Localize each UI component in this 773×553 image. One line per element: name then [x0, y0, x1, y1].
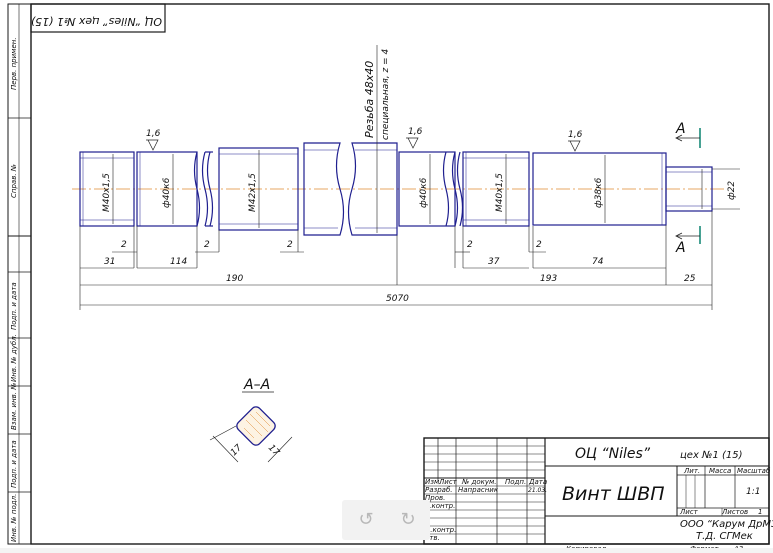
row-nkontr: Н.контр.	[425, 526, 456, 534]
dim-25: 25	[684, 274, 696, 284]
dia-label-3: М42х1,5	[248, 173, 258, 212]
company-line2: Т.Д. СГМек	[696, 531, 753, 542]
dia-label-7: ф22	[727, 181, 737, 200]
col-masshtab: Масштаб	[737, 467, 771, 475]
col-data: Дата	[528, 478, 547, 486]
dim-193: 193	[540, 274, 557, 284]
dim-c1: 2	[121, 240, 127, 250]
thread-note-line2: специальная, z = 4	[381, 49, 391, 140]
dim-190: 190	[226, 274, 243, 284]
length-dims	[79, 211, 713, 310]
corner-stamp-text: ОЦ “Niles” цех №1 (15)	[31, 15, 162, 28]
dim-c2: 2	[204, 240, 210, 250]
label-sheets: Листов	[721, 508, 748, 516]
rotate-left-icon: ↺	[358, 509, 374, 530]
title-block	[423, 437, 770, 545]
col-ndoc: № докум.	[461, 478, 497, 486]
rotate-right-button[interactable]: ↻	[394, 506, 422, 534]
side-label-inv-dubl: Инв. № дубл.	[10, 334, 18, 382]
sheets-value: 1	[758, 508, 762, 516]
title-name: Винт ШВП	[562, 483, 665, 505]
col-podp: Подп.	[505, 478, 526, 486]
title-org: ОЦ “Niles”	[575, 446, 651, 462]
thread-note-line1: Резьба 48х40	[363, 61, 376, 138]
rotate-left-button[interactable]: ↺	[352, 506, 380, 534]
row-tkontr: Т.контр.	[425, 502, 455, 510]
viewer-controls: ↺ ↻	[342, 500, 430, 540]
section-dim-2: 17	[266, 443, 281, 458]
dim-31: 31	[104, 257, 115, 267]
section-arrow-top-label: А	[675, 121, 686, 137]
dim-5070: 5070	[386, 294, 409, 304]
title-workshop: цех №1 (15)	[680, 450, 743, 461]
col-lit: Лит.	[683, 467, 700, 475]
dia-label-2: ф40к6	[162, 177, 172, 208]
section-arrow-bottom-label: А	[675, 240, 686, 256]
col-izm: Изм.	[425, 478, 441, 486]
razrab-name: Напрасник	[458, 486, 499, 494]
scale-value: 1:1	[746, 487, 760, 497]
roughness-2: 1,6	[408, 127, 423, 137]
drawing-frame	[7, 3, 770, 545]
diameter-dims	[112, 45, 703, 233]
rotate-right-icon: ↻	[400, 509, 416, 530]
side-label-vzam-inv: Взам. инв. №	[10, 382, 18, 430]
row-utv: Утв.	[425, 534, 440, 542]
side-label-inv-podl: Инв. № подл.	[10, 494, 18, 542]
roughness-1: 1,6	[146, 129, 161, 139]
roughness-3: 1,6	[568, 130, 583, 140]
col-list: Лист	[438, 478, 458, 486]
dim-74: 74	[592, 257, 604, 267]
side-label-podp-data-2: Подп. и дата	[10, 440, 18, 488]
dia-label-4: ф40к6	[419, 177, 429, 208]
dim-c3: 2	[287, 240, 293, 250]
side-label-sprav: Справ. №	[10, 164, 18, 198]
label-sheet: Лист	[679, 508, 699, 516]
row-prov: Пров.	[425, 494, 445, 502]
dim-c4: 2	[467, 240, 473, 250]
shaft	[79, 142, 713, 236]
section-view	[209, 406, 293, 463]
section-dim-1: 17	[229, 443, 244, 458]
side-label-podp-data-1: Подп. и дата	[10, 282, 18, 330]
dia-label-6: ф38к6	[594, 177, 604, 208]
col-massa: Масса	[709, 467, 731, 475]
company-line1: ООО “Карум ДрМЗ”	[680, 519, 773, 530]
dim-114: 114	[170, 257, 187, 267]
dim-c5: 2	[536, 240, 542, 250]
dia-label-5: М40х1,5	[495, 173, 505, 212]
row-razrab: Разраб.	[425, 486, 453, 494]
bottom-strip	[0, 548, 773, 553]
dia-label-1: М40х1,5	[102, 173, 112, 212]
dim-37: 37	[488, 257, 500, 267]
section-title: А–А	[243, 377, 270, 393]
razrab-date: 21.03.	[528, 487, 547, 494]
roughness-marks	[146, 137, 581, 152]
side-label-perv-primen: Перв. примен.	[10, 37, 18, 90]
